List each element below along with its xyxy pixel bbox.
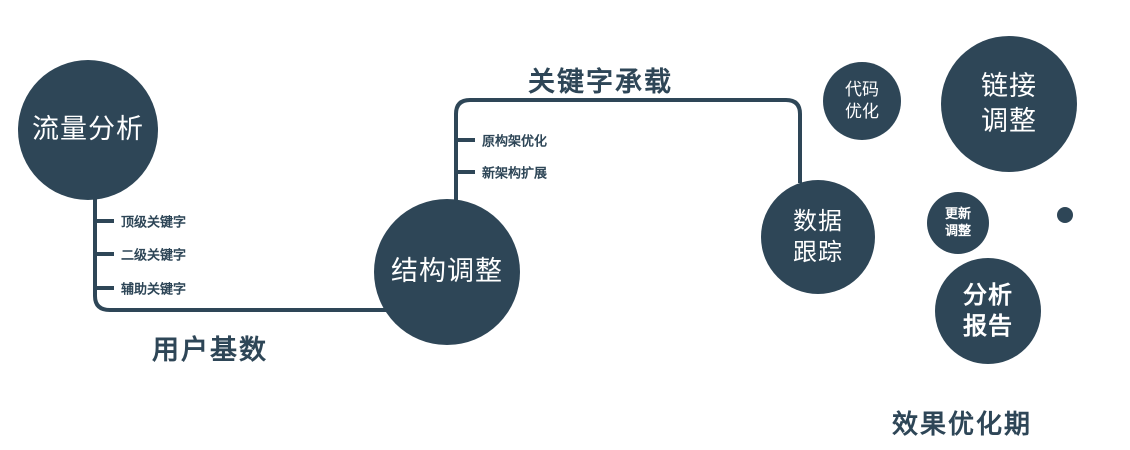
node-update-adjustment-line1: 更新 — [944, 206, 971, 222]
node-analysis-report: 分析 报告 — [935, 258, 1041, 364]
node-structure-adjustment-label: 结构调整 — [391, 256, 503, 287]
node-update-adjustment-line2: 调整 — [944, 223, 971, 238]
node-analysis-report-line1: 分析 — [963, 281, 1013, 309]
node-code-optimization: 代码 优化 — [823, 62, 901, 140]
node-data-tracking-line2: 跟踪 — [793, 239, 843, 266]
node-traffic-analysis: 流量分析 — [18, 60, 158, 200]
connector-traffic-to-structure — [93, 194, 392, 312]
connector-structure-to-tracking — [454, 98, 802, 203]
node-structure-adjustment: 结构调整 — [374, 199, 520, 345]
branch-label-second-keywords: 二级关键字 — [121, 247, 187, 263]
edge-label-user-base: 用户基数 — [152, 335, 268, 365]
node-data-tracking: 数据 跟踪 — [761, 180, 875, 294]
node-link-adjustment-line1: 链接 — [981, 70, 1037, 101]
node-update-adjustment: 更新 调整 — [927, 192, 989, 254]
branch-label-aux-keywords: 辅助关键字 — [121, 281, 187, 297]
node-link-adjustment-line2: 调整 — [981, 106, 1037, 136]
node-traffic-analysis-label: 流量分析 — [32, 114, 144, 145]
bullet-dot — [1057, 207, 1073, 223]
branch-label-original-arch: 原构架优化 — [482, 133, 548, 149]
node-analysis-report-line2: 报告 — [963, 313, 1013, 340]
node-code-optimization-line1: 代码 — [845, 79, 879, 99]
node-data-tracking-line1: 数据 — [793, 207, 843, 235]
branch-label-new-arch: 新架构扩展 — [482, 165, 548, 181]
caption-effect-optimization-period: 效果优化期 — [892, 409, 1033, 439]
branch-label-top-keywords: 顶级关键字 — [121, 214, 187, 230]
node-code-optimization-line2: 优化 — [845, 102, 879, 121]
edge-label-keyword-carry: 关键字承载 — [528, 67, 673, 97]
node-link-adjustment: 链接 调整 — [941, 36, 1077, 172]
